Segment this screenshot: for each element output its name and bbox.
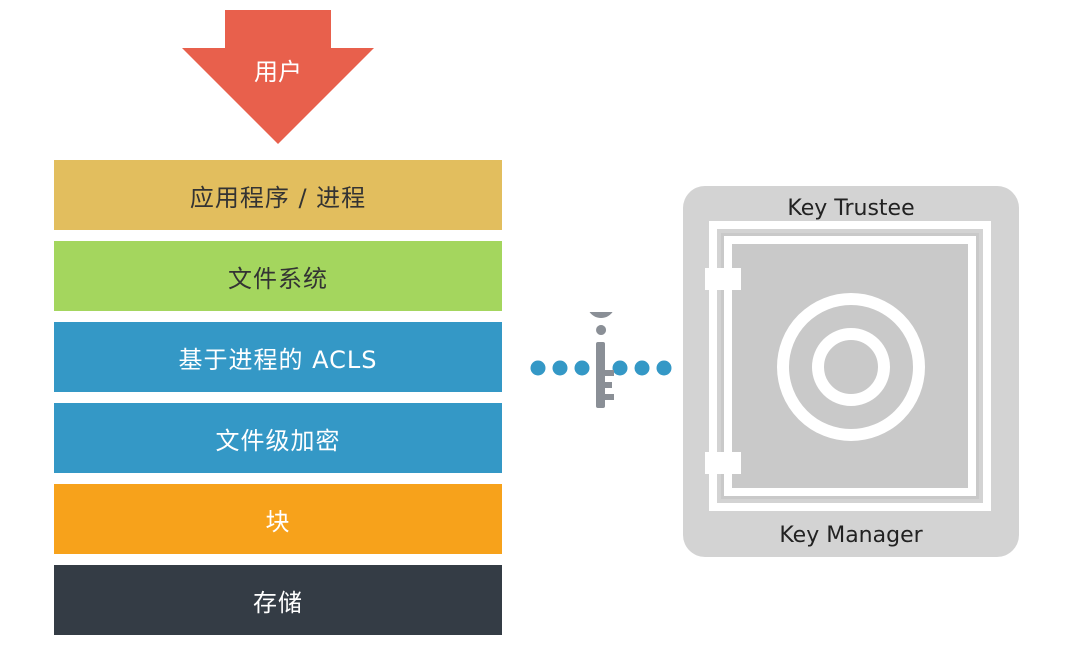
layer-label: 文件级加密 xyxy=(215,426,341,455)
connector-dot xyxy=(552,360,568,376)
connector-dot xyxy=(612,360,628,376)
dotted-line xyxy=(530,290,672,408)
layer-block: 块 xyxy=(54,484,502,554)
layer-label: 应用程序 / 进程 xyxy=(189,183,367,212)
connector-dot xyxy=(634,360,650,376)
user-arrow: 用户 xyxy=(182,10,374,144)
key-connector xyxy=(520,290,680,412)
layer-label: 块 xyxy=(265,507,291,536)
connector-dot xyxy=(574,360,590,376)
layer-label: 存储 xyxy=(253,588,303,617)
connector-dot xyxy=(656,360,672,376)
layer-storage: 存储 xyxy=(54,565,502,635)
down-arrow-icon xyxy=(182,10,374,144)
layer-file-encryption: 文件级加密 xyxy=(54,403,502,473)
key-vault: Key Trustee Key Manager xyxy=(683,186,1019,557)
layer-file-system: 文件系统 xyxy=(54,241,502,311)
vault-top-label: Key Trustee xyxy=(787,196,915,221)
safe-icon xyxy=(683,186,1019,557)
user-label: 用户 xyxy=(254,58,302,86)
vault-bottom-label: Key Manager xyxy=(779,523,923,548)
layer-label: 文件系统 xyxy=(228,264,328,293)
key-icon xyxy=(587,290,616,408)
layer-label: 基于进程的 ACLS xyxy=(178,345,378,374)
connector-dot xyxy=(530,360,546,376)
layer-process-acls: 基于进程的 ACLS xyxy=(54,322,502,392)
layer-application-process: 应用程序 / 进程 xyxy=(54,160,502,230)
